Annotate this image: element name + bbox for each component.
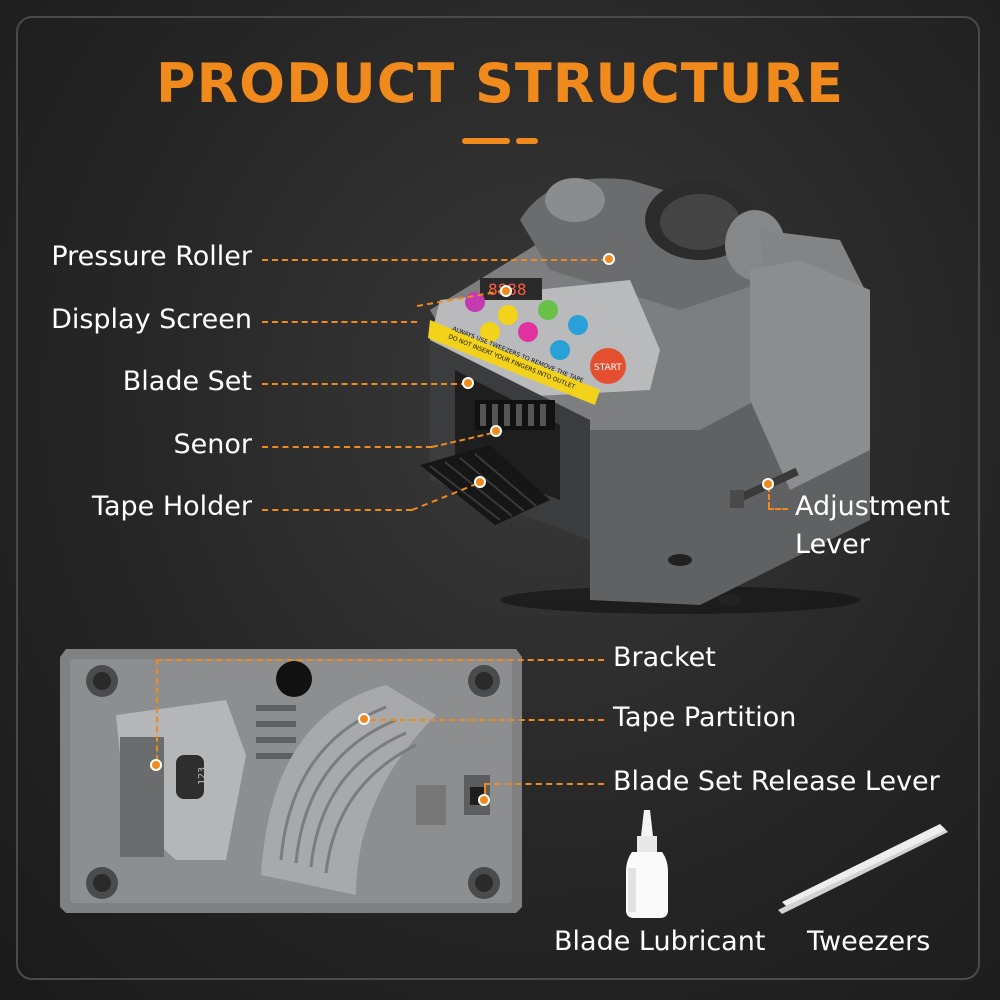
outer-frame bbox=[16, 16, 980, 980]
page-title: PRODUCT STRUCTURE bbox=[156, 52, 844, 115]
leader-blade-set bbox=[262, 383, 467, 385]
label-tweezers: Tweezers bbox=[807, 926, 931, 957]
marker-adjustment-lever bbox=[762, 478, 774, 490]
label-blade-set-release-lever: Blade Set Release Lever bbox=[613, 766, 940, 797]
marker-pressure-roller bbox=[603, 253, 615, 265]
leader-senor bbox=[262, 446, 432, 448]
title-divider-short bbox=[516, 138, 538, 144]
start-label: START bbox=[594, 363, 622, 373]
marker-display-screen bbox=[500, 285, 512, 297]
marker-bracket bbox=[150, 759, 162, 771]
leader-bracket bbox=[156, 659, 604, 661]
leader-pressure-roller bbox=[262, 259, 607, 261]
base-plate: 123 bbox=[60, 649, 522, 913]
marker-senor bbox=[490, 425, 502, 437]
label-adjustment-lever-line1: Adjustment bbox=[795, 491, 951, 522]
marker-blade-set bbox=[462, 377, 474, 389]
tweezers-icon bbox=[778, 824, 948, 914]
label-adjustment-lever-line2: Lever bbox=[795, 529, 870, 560]
leader-tape-partition bbox=[370, 719, 604, 721]
marker-blade-set-release-lever bbox=[478, 794, 490, 806]
label-display-screen: Display Screen bbox=[51, 304, 252, 335]
leader-adjustment-lever bbox=[768, 508, 788, 510]
leader-tape-holder bbox=[262, 509, 412, 511]
title-divider-long bbox=[462, 138, 510, 144]
leader-blade-set-release-lever bbox=[484, 783, 604, 785]
label-bracket: Bracket bbox=[613, 642, 716, 673]
leader-bracket-v bbox=[156, 659, 158, 761]
label-tape-partition: Tape Partition bbox=[613, 702, 797, 733]
label-blade-lubricant: Blade Lubricant bbox=[554, 926, 766, 957]
marker-tape-holder bbox=[474, 476, 486, 488]
blade-lubricant-bottle-icon bbox=[626, 810, 668, 918]
tape-dispenser-machine: 8888 START ALWAYS USE TWEEZERS TO REMOVE… bbox=[420, 178, 870, 614]
leader-blade-set-release-lever-v bbox=[484, 783, 486, 795]
base-counter: 123 bbox=[197, 767, 208, 785]
leader-display-screen bbox=[262, 321, 417, 323]
leader-adjustment-lever-v bbox=[768, 486, 770, 508]
label-senor: Senor bbox=[173, 429, 252, 460]
label-pressure-roller: Pressure Roller bbox=[51, 241, 252, 272]
label-tape-holder: Tape Holder bbox=[91, 491, 252, 522]
marker-tape-partition bbox=[358, 713, 370, 725]
label-blade-set: Blade Set bbox=[122, 366, 252, 397]
